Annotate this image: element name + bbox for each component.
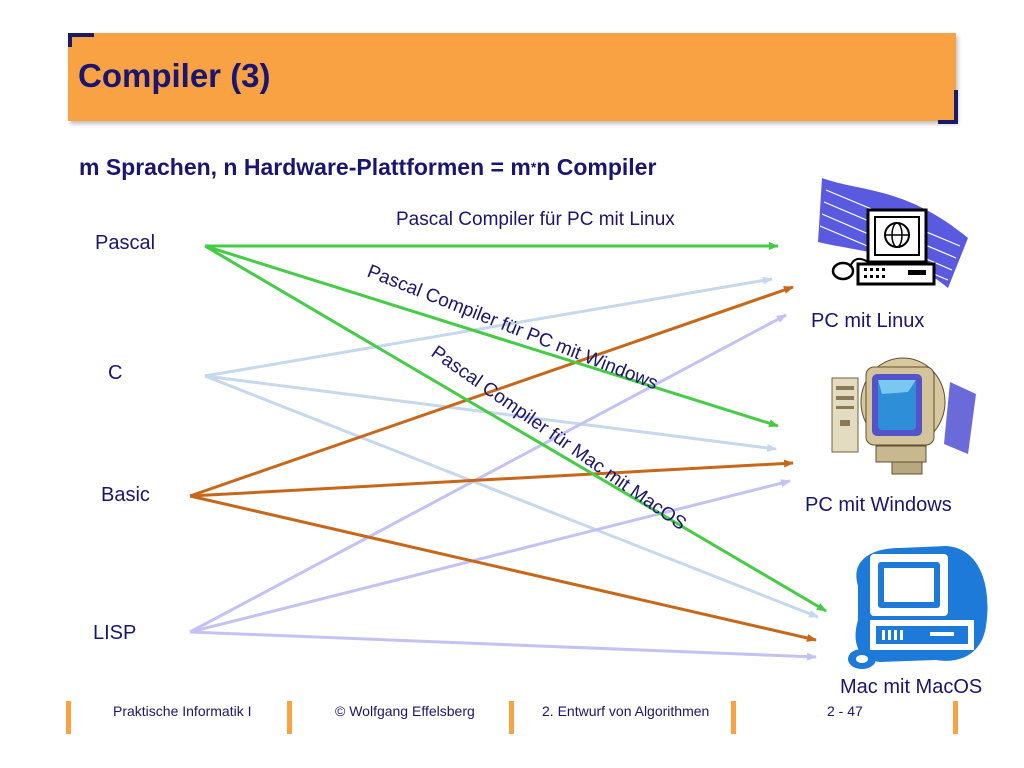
- platform-label-macos: Mac mit MacOS: [840, 676, 983, 698]
- arrow-c-to-macos: [204, 374, 819, 619]
- footer-separator-2: [287, 701, 292, 734]
- platform-label-linux: PC mit Linux: [811, 310, 925, 332]
- language-label-c: C: [108, 362, 123, 384]
- footer-chapter: 2. Entwurf von Algorithmen: [542, 703, 710, 719]
- compiler-label-pascal-linux: Pascal Compiler für PC mit Linux: [396, 209, 675, 230]
- arrow-basic-to-linux: [189, 285, 794, 498]
- arrow-basic-to-macos: [189, 494, 817, 642]
- subtitle-part-b: n Compiler: [536, 154, 657, 180]
- footer-author: © Wolfgang Effelsberg: [335, 703, 475, 719]
- pascal-compiler-arrows: [204, 242, 827, 613]
- footer-page-number: 2 - 47: [827, 703, 863, 719]
- arrow-basic-to-windows: [189, 459, 794, 498]
- arrow-c-to-linux: [204, 276, 773, 378]
- basic-compiler-arrows: [189, 285, 817, 642]
- slide-subtitle: m Sprachen, n Hardware-Plattformen = m*n…: [79, 154, 656, 181]
- mac-icon: [848, 546, 988, 669]
- arrow-lisp-to-linux: [189, 313, 787, 634]
- footer-course: Praktische Informatik I: [113, 703, 252, 719]
- subtitle-part-a: m Sprachen, n Hardware-Plattformen = m: [79, 154, 531, 180]
- title-bracket-bottom-right: [938, 90, 958, 124]
- slide-title: Compiler (3): [78, 57, 271, 94]
- language-label-lisp: LISP: [93, 622, 137, 644]
- windows-pc-icon: [831, 357, 976, 475]
- arrow-lisp-to-macos: [189, 630, 817, 661]
- compiler-label-pascal-windows: Pascal Compiler für PC mit Windows: [364, 261, 661, 394]
- lisp-compiler-arrows: [189, 313, 817, 661]
- arrow-lisp-to-windows: [189, 479, 791, 634]
- title-bar: Compiler (3): [68, 33, 956, 121]
- footer-separator-5: [953, 701, 958, 734]
- linux-pc-icon: [818, 178, 968, 288]
- footer-separator-3: [509, 701, 514, 734]
- title-bracket-top-left: [68, 33, 94, 47]
- platform-label-windows: PC mit Windows: [805, 494, 952, 516]
- footer-separator-4: [731, 701, 736, 734]
- language-label-basic: Basic: [101, 484, 150, 506]
- footer-separator-1: [66, 701, 71, 734]
- arrow-pascal-to-macos: [204, 244, 827, 613]
- language-label-pascal: Pascal: [95, 232, 156, 254]
- subtitle-multiply-star: *: [530, 159, 537, 175]
- arrow-pascal-to-windows: [204, 244, 779, 428]
